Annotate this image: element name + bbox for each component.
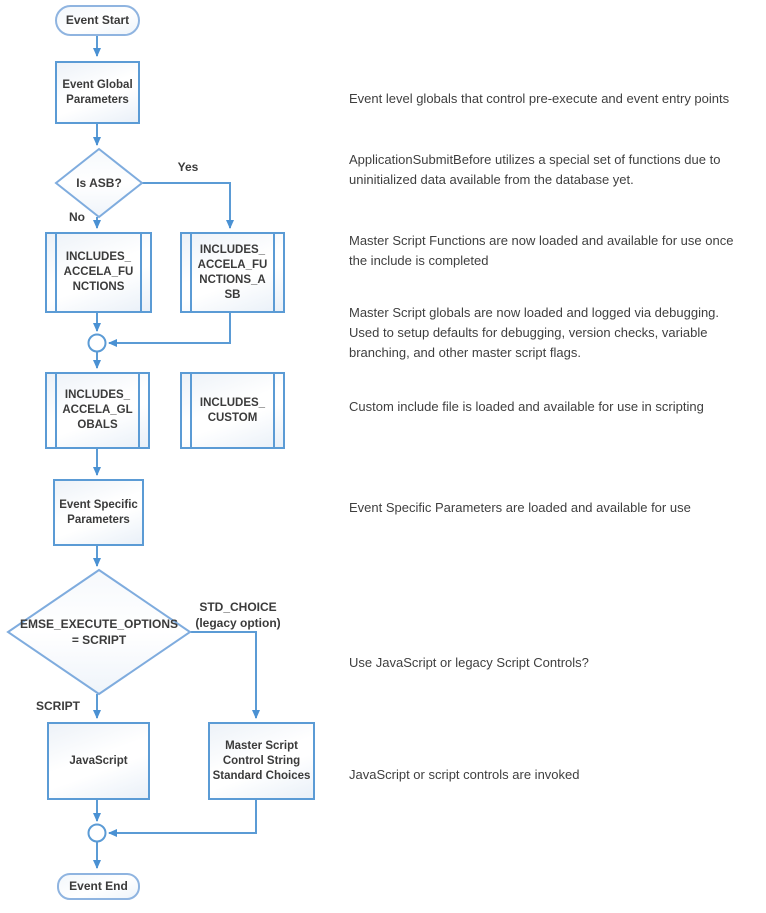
node-includes-custom-label: INCLUDES_ CUSTOM: [199, 396, 266, 424]
annotation-asb-functions: ApplicationSubmitBefore utilizes a speci…: [349, 152, 721, 187]
node-includes-custom: INCLUDES_ CUSTOM: [180, 372, 285, 449]
annotation-script-choice: Use JavaScript or legacy Script Controls…: [349, 655, 589, 670]
edge-is-asb-yes-to-functions-asb: [142, 182, 234, 229]
junction-circle-2: [87, 823, 107, 843]
annotation-controls-invoked: JavaScript or script controls are invoke…: [349, 767, 580, 782]
node-event-end-label: Event End: [69, 879, 128, 893]
node-javascript: JavaScript: [47, 722, 150, 800]
edge-label-std-choice: STD_CHOICE (legacy option): [195, 600, 281, 630]
node-includes-accela-functions-asb-label: INCLUDES_ ACCELA_FU NCTIONS_A SB: [197, 243, 268, 301]
node-emse-execute-options-label: EMSE_EXECUTE_OPTIONS = SCRIPT: [19, 617, 179, 647]
node-event-end: Event End: [57, 873, 140, 900]
node-master-script-control-label: Master Script Control String Standard Ch…: [212, 739, 311, 782]
edge-emse-stdchoice-to-master: [190, 631, 260, 719]
annotation-master-globals: Master Script globals are now loaded and…: [349, 305, 720, 360]
node-event-start: Event Start: [55, 5, 140, 36]
node-event-specific-parameters: Event Specific Parameters: [53, 479, 144, 546]
edge-label-yes: Yes: [177, 160, 199, 174]
node-includes-accela-globals: INCLUDES_ ACCELA_GL OBALS: [45, 372, 150, 449]
annotation-custom-include: Custom include file is loaded and availa…: [349, 399, 704, 414]
annotation-event-globals: Event level globals that control pre-exe…: [349, 91, 730, 106]
node-event-specific-parameters-label: Event Specific Parameters: [59, 498, 138, 526]
annotation-event-specific: Event Specific Parameters are loaded and…: [349, 500, 691, 515]
node-includes-accela-functions-label: INCLUDES_ ACCELA_FU NCTIONS: [63, 251, 134, 293]
node-event-global-parameters-label: Event Global Parameters: [62, 78, 133, 106]
node-event-global-parameters: Event Global Parameters: [55, 61, 140, 124]
edge-functions-asb-to-junction1: [108, 313, 231, 347]
node-event-start-label: Event Start: [65, 13, 130, 27]
edge-master-to-junction2: [108, 800, 257, 837]
node-includes-accela-functions: INCLUDES_ ACCELA_FU NCTIONS: [45, 232, 152, 313]
node-includes-accela-functions-asb: INCLUDES_ ACCELA_FU NCTIONS_A SB: [180, 232, 285, 313]
annotation-master-functions: Master Script Functions are now loaded a…: [349, 233, 734, 268]
node-javascript-label: JavaScript: [69, 754, 128, 767]
node-is-asb-label: Is ASB?: [76, 176, 122, 190]
decision-emse-shape: [6, 568, 192, 696]
edge-label-script: SCRIPT: [35, 699, 80, 713]
node-master-script-control: Master Script Control String Standard Ch…: [208, 722, 315, 800]
junction-circle-1: [87, 333, 107, 353]
decision-is-asb-shape: [54, 147, 144, 219]
edge-label-no: No: [69, 210, 85, 224]
node-includes-accela-globals-label: INCLUDES_ ACCELA_GL OBALS: [62, 389, 133, 431]
